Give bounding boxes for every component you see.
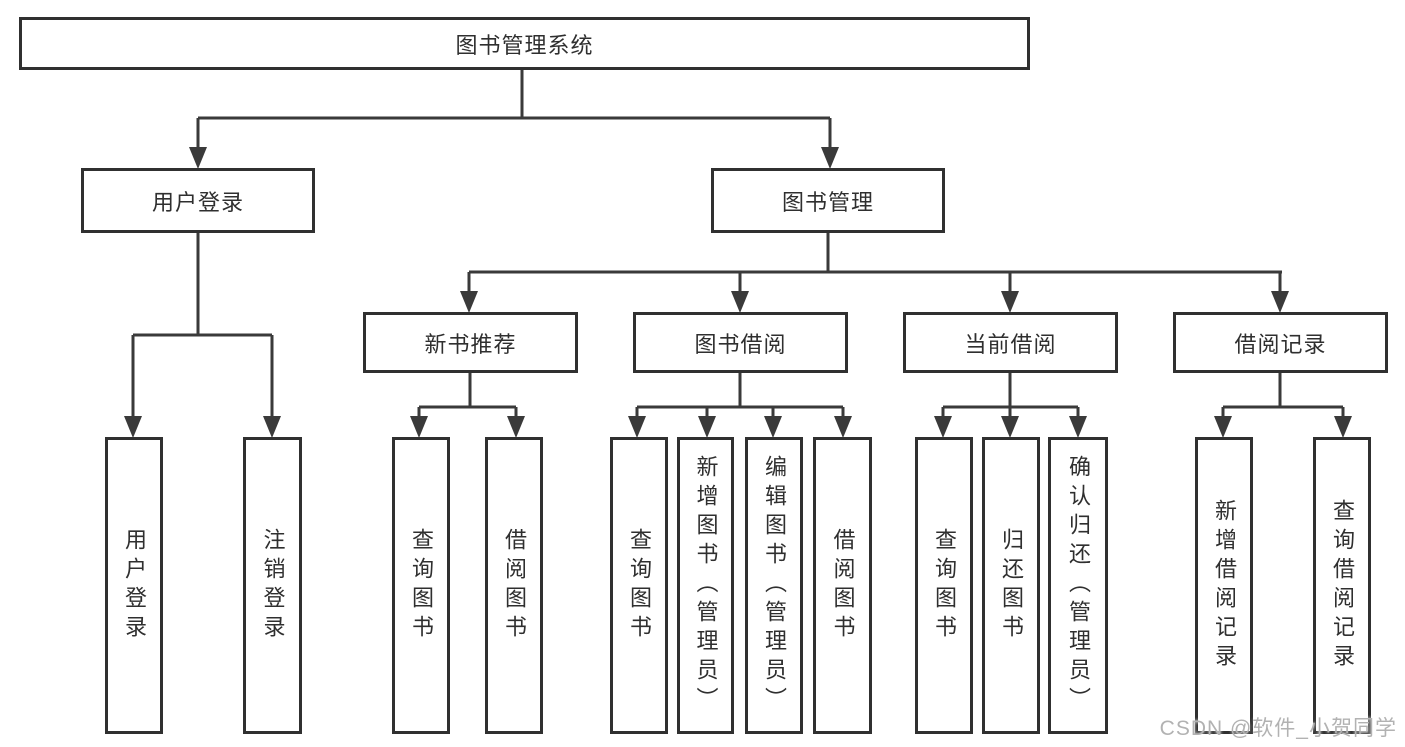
leaf-user-login: 用户登录	[105, 437, 163, 734]
leaf-label: 新增图书（管理员）	[693, 455, 719, 716]
leaf-add-borrow-record: 新增借阅记录	[1195, 437, 1253, 734]
leaf-borrow-books: 借阅图书	[813, 437, 872, 734]
node-label: 图书管理系统	[455, 32, 594, 58]
node-user-login: 用户登录	[81, 168, 315, 233]
leaf-query-books: 查询图书	[610, 437, 668, 734]
node-library-management-system: 图书管理系统	[19, 17, 1030, 70]
node-current-borrowing: 当前借阅	[903, 312, 1118, 373]
csdn-watermark: CSDN @软件_小贺同学	[1159, 717, 1397, 740]
node-book-borrowing: 图书借阅	[633, 312, 848, 373]
node-label: 图书借阅	[694, 331, 787, 357]
node-label: 借阅记录	[1234, 331, 1327, 357]
leaf-label: 查询图书	[409, 527, 434, 644]
leaf-label: 新增借阅记录	[1212, 498, 1237, 673]
node-book-management: 图书管理	[711, 168, 945, 233]
leaf-edit-books-admin: 编辑图书（管理员）	[745, 437, 803, 734]
leaf-add-books-admin: 新增图书（管理员）	[677, 437, 734, 734]
leaf-query-borrow-record: 查询借阅记录	[1313, 437, 1371, 734]
leaf-label: 借阅图书	[830, 527, 856, 644]
node-new-book-recommendation: 新书推荐	[363, 312, 578, 373]
leaf-label: 借阅图书	[502, 527, 527, 644]
node-label: 图书管理	[781, 189, 874, 215]
node-borrowing-records: 借阅记录	[1173, 312, 1388, 373]
leaf-return-books: 归还图书	[982, 437, 1040, 734]
node-label: 当前借阅	[964, 331, 1057, 357]
leaf-label: 查询借阅记录	[1330, 498, 1355, 673]
leaf-label: 归还图书	[999, 527, 1024, 644]
leaf-query-books: 查询图书	[915, 437, 973, 734]
leaf-label: 查询图书	[932, 527, 957, 644]
leaf-label: 注销登录	[260, 527, 286, 644]
leaf-label: 查询图书	[627, 527, 652, 644]
leaf-label: 确认归还（管理员）	[1066, 455, 1091, 716]
node-label: 新书推荐	[424, 331, 517, 357]
leaf-borrow-books: 借阅图书	[485, 437, 543, 734]
leaf-confirm-return-admin: 确认归还（管理员）	[1048, 437, 1108, 734]
leaf-logout: 注销登录	[243, 437, 302, 734]
node-label: 用户登录	[151, 189, 244, 215]
leaf-label: 编辑图书（管理员）	[762, 455, 787, 716]
leaf-label: 用户登录	[122, 527, 147, 644]
leaf-query-books: 查询图书	[392, 437, 450, 734]
